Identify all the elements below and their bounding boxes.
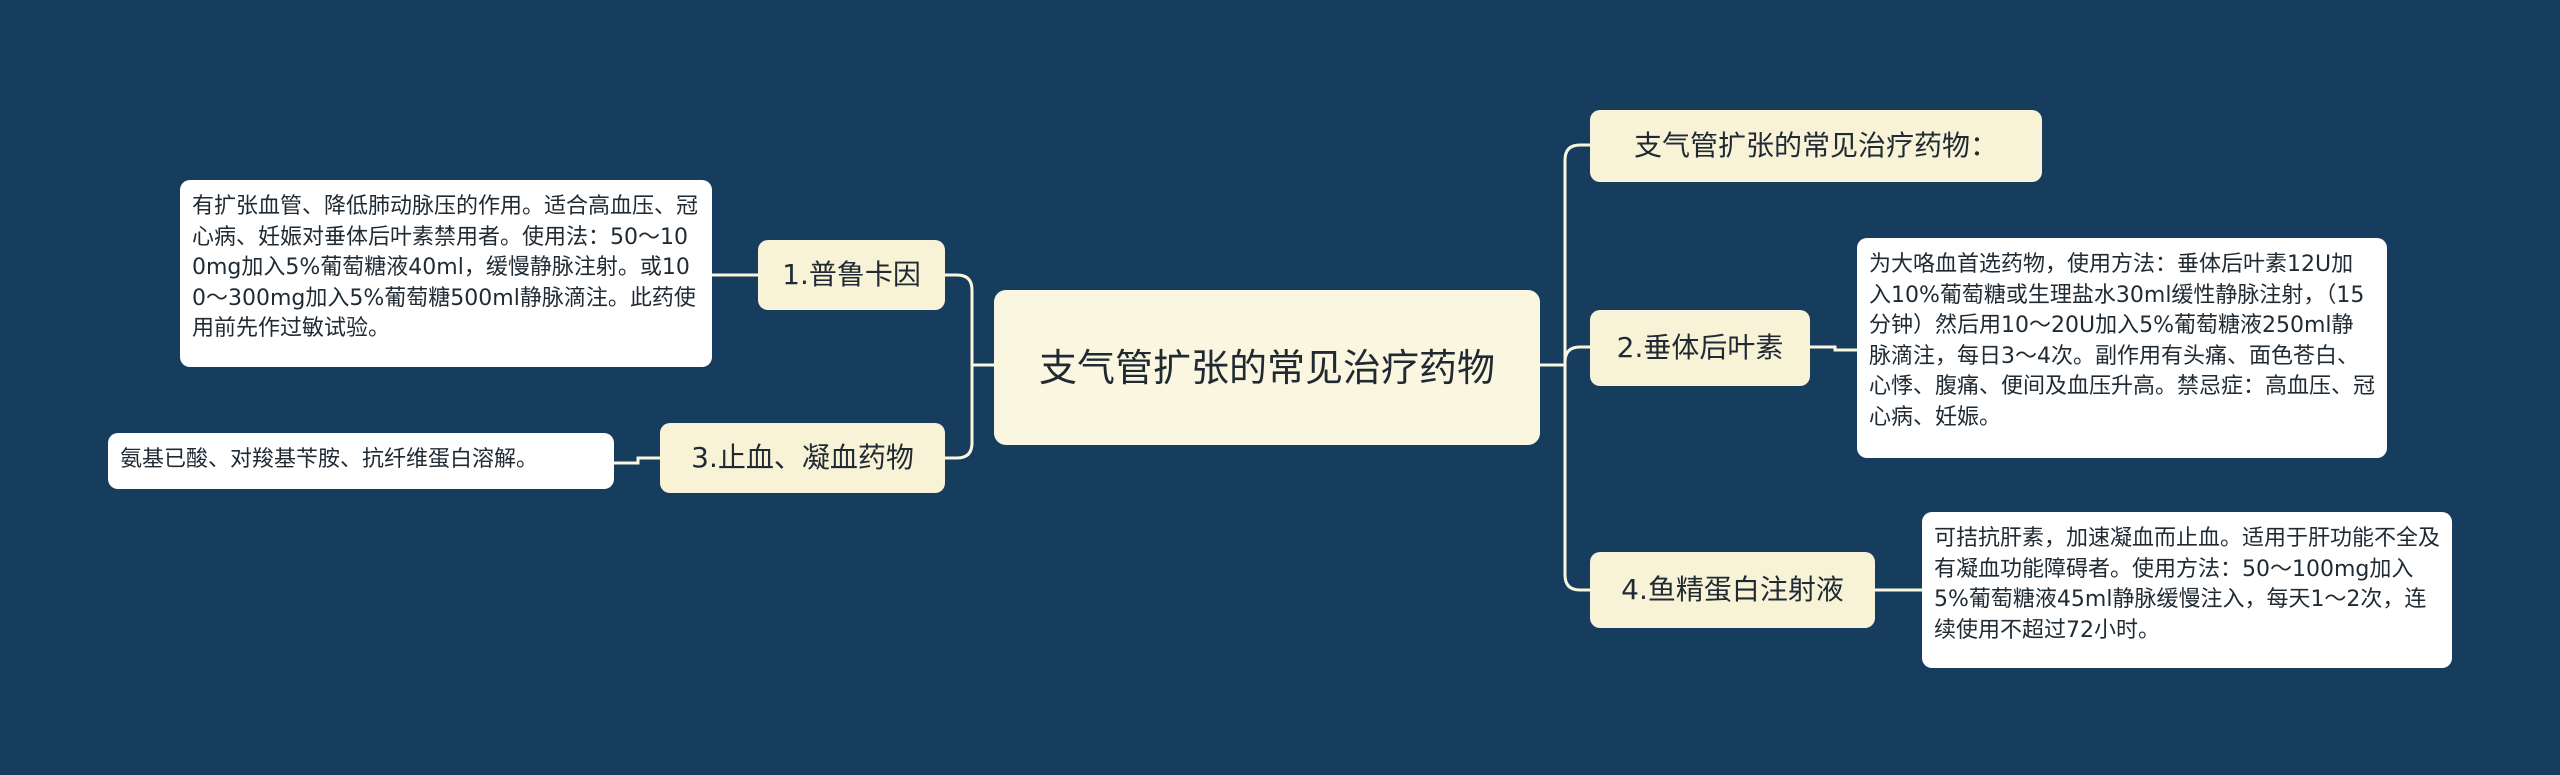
link-root-zhixue [943,363,996,460]
branch-label: 4.鱼精蛋白注射液 [1621,573,1844,606]
branch-zhixue[interactable]: 3.止血、凝血药物 [660,423,945,493]
branch-yujing[interactable]: 4.鱼精蛋白注射液 [1590,552,1875,628]
root-node[interactable]: 支气管扩张的常见治疗药物 [994,290,1540,445]
detail-puluka[interactable]: 有扩张血管、降低肺动脉压的作用。适合高血压、冠心病、妊娠对垂体后叶素禁用者。使用… [180,180,712,367]
link-zhixue-detail [612,456,662,465]
branch-puluka[interactable]: 1.普鲁卡因 [758,240,945,310]
detail-text: 可拮抗肝素，加速凝血而止血。适用于肝功能不全及有凝血功能障碍者。使用方法：50～… [1934,526,2441,643]
branch-label: 2.垂体后叶素 [1616,331,1784,364]
link-chuiti-detail [1808,345,1859,352]
detail-yujing[interactable]: 可拮抗肝素，加速凝血而止血。适用于肝功能不全及有凝血功能障碍者。使用方法：50～… [1922,512,2452,668]
link-root-intro [1538,143,1592,367]
detail-chuiti[interactable]: 为大咯血首选药物，使用方法：垂体后叶素12U加入10%葡萄糖或生理盐水30ml缓… [1857,238,2387,458]
detail-text: 有扩张血管、降低肺动脉压的作用。适合高血压、冠心病、妊娠对垂体后叶素禁用者。使用… [192,194,699,341]
branch-label: 3.止血、凝血药物 [691,441,914,474]
detail-text: 为大咯血首选药物，使用方法：垂体后叶素12U加入10%葡萄糖或生理盐水30ml缓… [1869,252,2376,430]
branch-label: 支气管扩张的常见治疗药物： [1633,129,1998,162]
branch-label: 1.普鲁卡因 [782,258,921,291]
detail-text: 氨基已酸、对羧基苄胺、抗纤维蛋白溶解。 [120,447,539,472]
detail-zhixue[interactable]: 氨基已酸、对羧基苄胺、抗纤维蛋白溶解。 [108,433,614,489]
link-root-chuiti [1538,345,1592,367]
link-root-yujing [1538,363,1592,592]
root-title: 支气管扩张的常见治疗药物 [1038,345,1495,390]
link-root-puluka [943,273,996,367]
branch-intro[interactable]: 支气管扩张的常见治疗药物： [1590,110,2042,182]
branch-chuiti[interactable]: 2.垂体后叶素 [1590,310,1810,386]
